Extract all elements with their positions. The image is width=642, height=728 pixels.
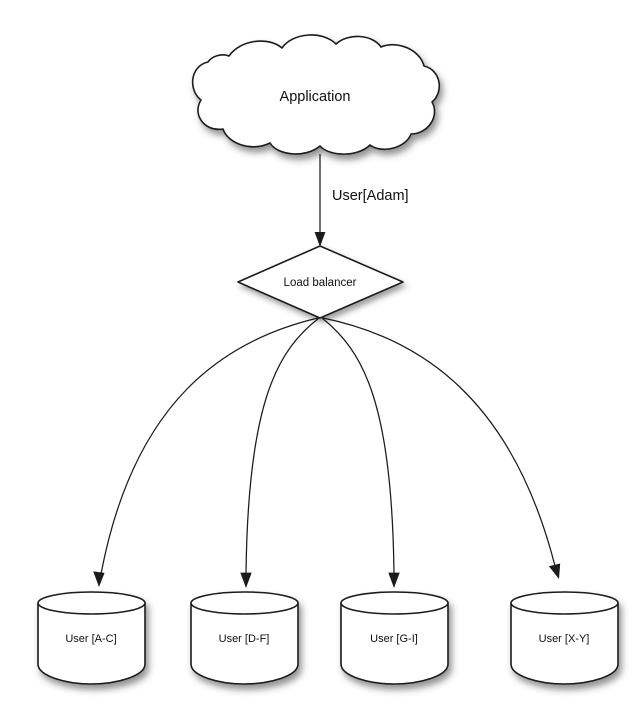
cylinder-top-2 (190, 591, 299, 615)
edge-line-lb-db3 (321, 317, 395, 575)
node-database-2[interactable]: User [D-F] (190, 591, 299, 685)
edge-application-to-load-balancer: User[Adam] (314, 154, 409, 247)
node-database-4[interactable]: User [X-Y] (510, 591, 619, 685)
cylinder-body-2 (190, 603, 299, 685)
edge-line-lb-db1 (100, 317, 319, 575)
arrow-head-lb-db1 (93, 571, 105, 587)
cylinder-body-1 (37, 603, 146, 685)
edge-lb-to-db-d-f (240, 317, 320, 588)
database-label-1: User [A-C] (65, 633, 116, 645)
arrow-head-lb-db3 (388, 572, 400, 588)
edge-lb-to-db-x-y (322, 317, 561, 579)
diamond-shape (237, 245, 404, 319)
edge-lb-to-db-a-c (93, 317, 319, 587)
edge-line-lb-db4 (322, 317, 556, 567)
database-label-3: User [G-I] (370, 633, 418, 645)
database-label-4: User [X-Y] (539, 633, 590, 645)
node-load-balancer[interactable]: Load balancer (237, 245, 404, 319)
edge-label-user-adam: User[Adam] (332, 188, 409, 204)
node-database-1[interactable]: User [A-C] (37, 591, 146, 685)
arrow-head-app-lb (314, 232, 326, 247)
edge-line-lb-db2 (245, 317, 320, 575)
cloud-shape (191, 34, 441, 155)
node-application-cloud[interactable]: Application (191, 34, 441, 155)
node-database-3[interactable]: User [G-I] (340, 591, 449, 685)
arrow-head-lb-db2 (240, 572, 252, 588)
arrow-head-lb-db4 (548, 563, 561, 579)
cylinder-top-1 (37, 591, 146, 615)
cylinder-top-3 (340, 591, 449, 615)
cylinder-body-4 (510, 603, 619, 685)
cloud-label: Application (280, 89, 351, 105)
cylinder-top-4 (510, 591, 619, 615)
edge-lb-to-db-g-i (321, 317, 400, 588)
load-balancer-label: Load balancer (284, 277, 357, 289)
database-label-2: User [D-F] (219, 633, 270, 645)
cylinder-body-3 (340, 603, 449, 685)
